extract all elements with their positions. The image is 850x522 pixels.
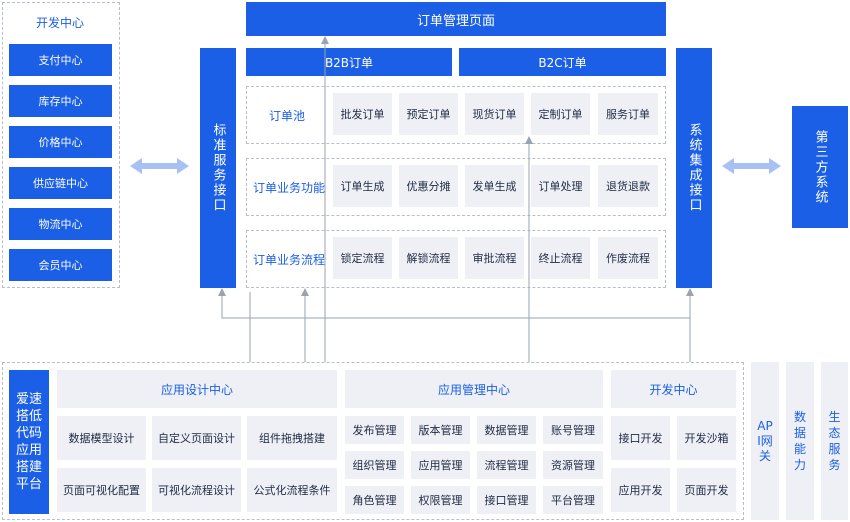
platform-title[interactable]: 爱速搭低代码应用搭建平台 [9, 370, 49, 514]
design-cell[interactable]: 自定义页面设计 [152, 416, 241, 460]
design-cell[interactable]: 可视化流程设计 [152, 468, 241, 512]
order-business-process-label: 订单业务流程 [252, 252, 325, 267]
ecosystem-service-text: 生态服务 [828, 410, 841, 472]
manage-cell[interactable]: 应用管理 [411, 451, 470, 479]
design-cell[interactable]: 页面可视化配置 [57, 468, 146, 512]
left-dev-center-panel [2, 2, 120, 288]
order-cell[interactable]: 现货订单 [465, 93, 524, 135]
order-cell[interactable]: 解锁流程 [399, 237, 458, 279]
dev-cell[interactable]: 接口开发 [611, 416, 670, 460]
order-cell[interactable]: 终止流程 [531, 237, 590, 279]
design-cell[interactable]: 数据模型设计 [57, 416, 146, 460]
double-arrow-right [722, 158, 781, 174]
manage-cell[interactable]: 版本管理 [411, 416, 470, 444]
data-capability-text: 数据能力 [793, 410, 806, 472]
dev-cell[interactable]: 页面开发 [677, 468, 736, 512]
standard-service-interface[interactable]: 标准服务接口 [200, 48, 236, 288]
app-management-center-title[interactable]: 应用管理中心 [345, 370, 603, 408]
double-arrow-left [130, 158, 189, 174]
third-party-system[interactable]: 第三方系统 [792, 106, 848, 228]
side-item-inventory[interactable]: 库存中心 [9, 85, 112, 117]
manage-cell[interactable]: 角色管理 [345, 486, 404, 514]
order-cell[interactable]: 优惠分摊 [399, 165, 458, 207]
order-cell[interactable]: 订单生成 [333, 165, 392, 207]
manage-cell[interactable]: 组织管理 [345, 451, 404, 479]
manage-cell[interactable]: 账号管理 [543, 416, 603, 444]
order-cell[interactable]: 服务订单 [598, 93, 658, 135]
design-cell[interactable]: 组件拖拽搭建 [247, 416, 337, 460]
order-cell[interactable]: 退货退款 [598, 165, 658, 207]
arrow-to-standard-interface [218, 288, 690, 319]
b2b-order-header[interactable]: B2B订单 [246, 48, 452, 76]
app-design-center-title[interactable]: 应用设计中心 [57, 370, 337, 408]
order-cell[interactable]: 批发订单 [333, 93, 392, 135]
order-cell[interactable]: 发单生成 [465, 165, 524, 207]
dev-cell[interactable]: 应用开发 [611, 468, 670, 512]
order-cell[interactable]: 订单处理 [531, 165, 590, 207]
side-item-logistics[interactable]: 物流中心 [9, 208, 112, 240]
order-cell[interactable]: 审批流程 [465, 237, 524, 279]
bottom-dev-center-title[interactable]: 开发中心 [611, 370, 736, 408]
ecosystem-service-column[interactable]: 生态服务 [821, 362, 848, 520]
side-item-payment[interactable]: 支付中心 [9, 44, 112, 76]
manage-cell[interactable]: 接口管理 [477, 486, 536, 514]
dev-cell[interactable]: 开发沙箱 [677, 416, 736, 460]
side-item-price[interactable]: 价格中心 [9, 126, 112, 158]
order-pool-row [246, 86, 666, 144]
data-capability-column[interactable]: 数据能力 [786, 362, 814, 520]
manage-cell[interactable]: 数据管理 [477, 416, 536, 444]
order-pool-label: 订单池 [268, 108, 305, 123]
order-business-function-row [246, 158, 666, 216]
side-item-member[interactable]: 会员中心 [9, 249, 112, 281]
manage-cell[interactable]: 资源管理 [543, 451, 603, 479]
left-dev-center-title: 开发中心 [36, 16, 85, 30]
platform-title-text: 爱速搭低代码应用搭建平台 [15, 392, 42, 492]
order-cell[interactable]: 预定订单 [399, 93, 458, 135]
design-cell[interactable]: 公式化流程条件 [247, 468, 337, 512]
api-gateway-text: API网关 [757, 418, 773, 463]
order-business-function-label: 订单业务功能 [252, 180, 325, 195]
platform-panel [2, 362, 744, 520]
manage-cell[interactable]: 平台管理 [543, 486, 603, 514]
order-management-page[interactable]: 订单管理页面 [246, 2, 666, 36]
system-integration-interface[interactable]: 系统集成接口 [676, 48, 712, 288]
order-business-process-row [246, 230, 666, 288]
order-cell[interactable]: 作废流程 [598, 237, 658, 279]
b2c-order-header[interactable]: B2C订单 [459, 48, 666, 76]
order-cell[interactable]: 定制订单 [531, 93, 590, 135]
side-item-supply-chain[interactable]: 供应链中心 [9, 167, 112, 199]
manage-cell[interactable]: 权限管理 [411, 486, 470, 514]
order-cell[interactable]: 锁定流程 [333, 237, 392, 279]
manage-cell[interactable]: 发布管理 [345, 416, 404, 444]
manage-cell[interactable]: 流程管理 [477, 451, 536, 479]
api-gateway-column[interactable]: API网关 [751, 362, 779, 520]
